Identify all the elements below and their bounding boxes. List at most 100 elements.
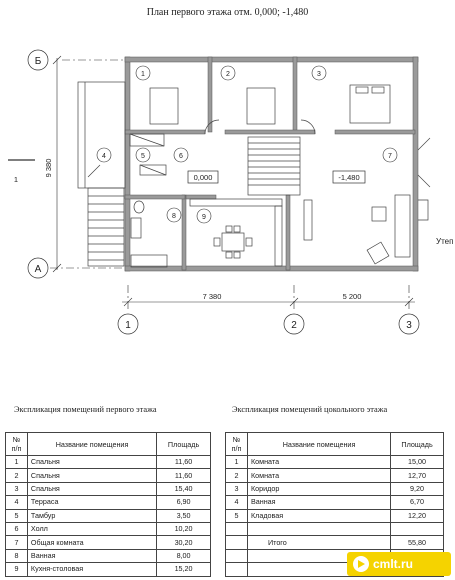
floor-plan-drawing: Б А 1 2 3 9 380 7 380 5 200 1 0,000 -1,4… xyxy=(8,49,453,335)
row-num: 6 xyxy=(5,521,28,537)
row-name: Тамбур xyxy=(26,508,158,523)
row-name: Комната xyxy=(246,454,392,470)
row-area: 6,70 xyxy=(390,495,444,510)
table-row xyxy=(225,521,444,537)
row-num: 5 xyxy=(225,508,248,523)
row-name: Холл xyxy=(26,521,158,537)
dim-bottom-left: 7 380 xyxy=(203,292,222,301)
basement-caption: Экспликация помещений цокольного этажа xyxy=(232,405,388,414)
row-name: Итого xyxy=(246,535,392,550)
row-area: 9,20 xyxy=(390,481,444,497)
row-area xyxy=(390,521,444,537)
row-area: 15,20 xyxy=(156,562,211,577)
row-num: 8 xyxy=(5,548,28,564)
row-area: 30,20 xyxy=(156,535,211,550)
row-num: 5 xyxy=(5,508,28,523)
row-num: 1 xyxy=(225,454,248,470)
room-number: 4 xyxy=(102,153,106,160)
row-name: Кухня-столовая xyxy=(26,562,158,577)
row-area: 15,00 xyxy=(390,454,444,470)
dim-bottom-right: 5 200 xyxy=(343,292,362,301)
row-num: 4 xyxy=(5,495,28,510)
axis-1-label: 1 xyxy=(125,320,131,331)
row-name: Спальня xyxy=(26,468,158,483)
row-name: Терраса xyxy=(26,495,158,510)
row-name: Кладовая xyxy=(246,508,392,523)
row-num: 3 xyxy=(225,481,248,497)
row-num xyxy=(225,548,248,564)
row-area: 3,50 xyxy=(156,508,211,523)
row-name: Ванная xyxy=(26,548,158,564)
row-name: Ванная xyxy=(246,495,392,510)
first-floor-caption: Экспликация помещений первого этажа xyxy=(14,405,157,414)
axis-3-label: 3 xyxy=(406,320,412,331)
room-number: 7 xyxy=(388,153,392,160)
axis-2-label: 2 xyxy=(291,320,297,331)
plan-title: План первого этажа отм. 0,000; -1,480 xyxy=(146,7,309,18)
room-number: 9 xyxy=(202,214,206,221)
row-name xyxy=(246,521,392,537)
row-num: 4 xyxy=(225,495,248,510)
section-mark: 1 xyxy=(14,175,18,184)
row-area: 6,90 xyxy=(156,495,211,510)
header-area: Площадь xyxy=(156,432,211,456)
row-area: 55,80 xyxy=(390,535,444,550)
level-upper: 0,000 xyxy=(194,173,213,182)
row-num: 2 xyxy=(225,468,248,483)
header-num: № п/п xyxy=(225,432,248,456)
room-number: 6 xyxy=(179,153,183,160)
header-area: Площадь xyxy=(390,432,444,456)
row-area: 10,20 xyxy=(156,521,211,537)
row-area: 8,00 xyxy=(156,548,211,564)
row-num: 1 xyxy=(5,454,28,470)
row-num: 7 xyxy=(5,535,28,550)
axis-b-label: Б xyxy=(35,56,42,67)
cut-label: Утеп xyxy=(436,237,453,246)
row-num xyxy=(225,562,248,577)
room-number: 3 xyxy=(317,71,321,78)
row-name: Общая комната xyxy=(26,535,158,550)
row-area: 11,60 xyxy=(156,454,211,470)
row-area: 11,60 xyxy=(156,468,211,483)
axis-a-label: А xyxy=(35,264,42,275)
row-area: 12,20 xyxy=(390,508,444,523)
row-area: 12,70 xyxy=(390,468,444,483)
watermark-text: cmlt.ru xyxy=(373,557,414,571)
header-num: № п/п xyxy=(5,432,28,456)
dim-left: 9 380 xyxy=(44,159,53,178)
room-number: 1 xyxy=(141,71,145,78)
row-name: Комната xyxy=(246,468,392,483)
play-logo-icon xyxy=(353,556,369,572)
level-lower: -1,480 xyxy=(338,173,359,182)
row-name: Спальня xyxy=(26,454,158,470)
row-num: 9 xyxy=(5,562,28,577)
site-watermark[interactable]: cmlt.ru xyxy=(347,552,451,576)
row-area: 15,40 xyxy=(156,481,211,497)
row-num xyxy=(225,521,248,537)
room-number: 8 xyxy=(172,213,176,220)
row-name: Коридор xyxy=(246,481,392,497)
row-name: Спальня xyxy=(26,481,158,497)
row-num: 2 xyxy=(5,468,28,483)
room-number: 2 xyxy=(226,71,230,78)
room-number: 5 xyxy=(141,153,145,160)
header-name: Название помещения xyxy=(246,432,392,456)
header-name: Название помещения xyxy=(26,432,158,456)
row-num: 3 xyxy=(5,481,28,497)
